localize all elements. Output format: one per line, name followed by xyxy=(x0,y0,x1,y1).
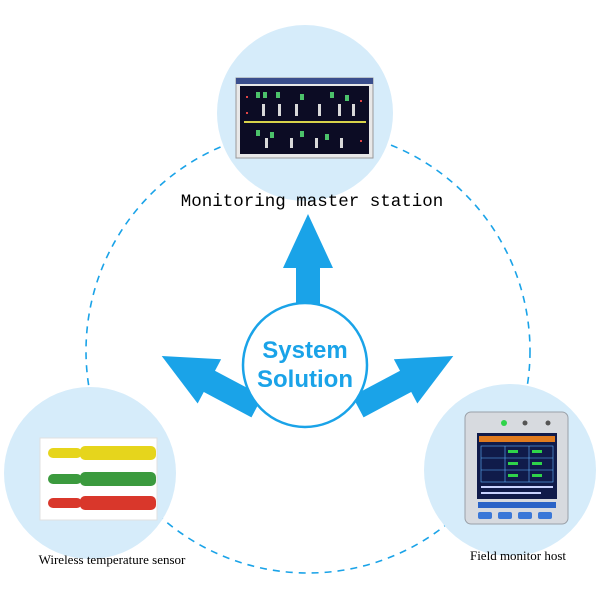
field-monitor-device xyxy=(464,411,569,525)
monitoring-software-screen xyxy=(235,77,374,159)
arrow-right xyxy=(352,356,454,418)
center-title-line1: System xyxy=(262,337,347,364)
center-title-line2: Solution xyxy=(257,366,353,393)
center-hub xyxy=(241,301,369,429)
label-wireless-temperature-sensor: Wireless temperature sensor xyxy=(39,552,186,567)
label-field-monitor-host: Field monitor host xyxy=(470,548,566,563)
label-monitoring-master-station: Monitoring master station xyxy=(181,192,444,212)
arrow-left xyxy=(161,356,263,418)
wireless-sensor-photo xyxy=(39,437,158,521)
